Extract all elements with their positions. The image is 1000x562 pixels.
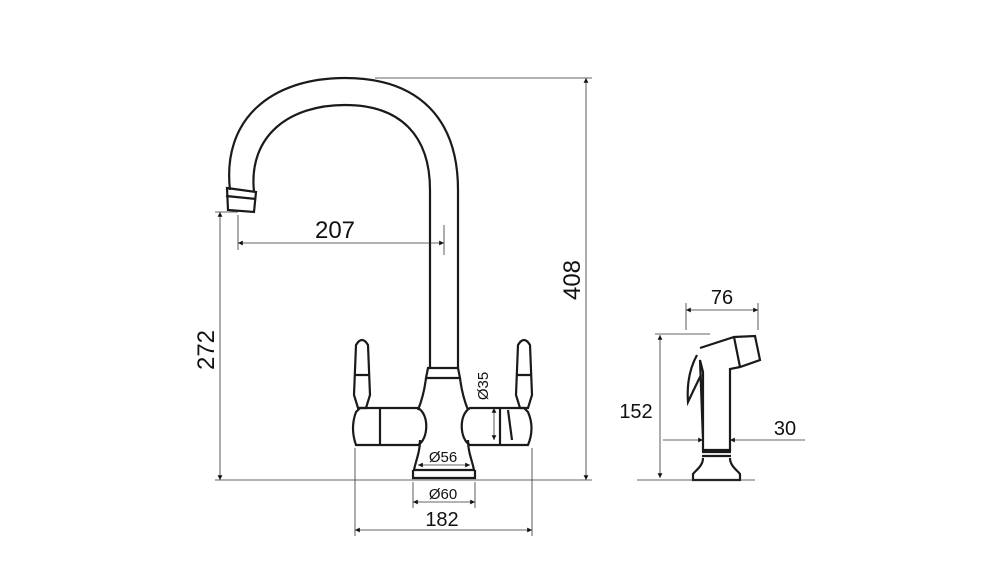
dim-total-height: 408 xyxy=(559,260,586,300)
spray-trigger xyxy=(686,354,702,407)
left-lever xyxy=(352,338,372,410)
dim-base-diameter: Ø60 xyxy=(429,486,457,503)
dim-handle-span: 182 xyxy=(425,509,458,531)
dim-spout-height: 272 xyxy=(193,330,220,370)
dim-spray-stem: 30 xyxy=(774,418,796,440)
dim-spray-height: 152 xyxy=(619,401,652,423)
right-lever xyxy=(514,338,534,410)
spray-base xyxy=(691,440,742,482)
spray-head xyxy=(698,334,762,441)
spout xyxy=(228,76,460,368)
dim-body-diameter: Ø56 xyxy=(429,449,457,466)
spout-nozzle xyxy=(225,186,258,214)
side-spray xyxy=(686,334,762,482)
left-handle-body xyxy=(351,406,428,447)
dim-lever-diameter: Ø35 xyxy=(475,372,492,400)
dim-spout-reach: 207 xyxy=(315,217,355,244)
kitchen-tap xyxy=(225,76,534,480)
dim-spray-length: 76 xyxy=(711,287,733,309)
tap-dimension-lines xyxy=(215,77,592,536)
tap-body xyxy=(411,366,477,480)
right-handle-body xyxy=(460,406,533,447)
spray-dimension-lines xyxy=(637,303,805,481)
